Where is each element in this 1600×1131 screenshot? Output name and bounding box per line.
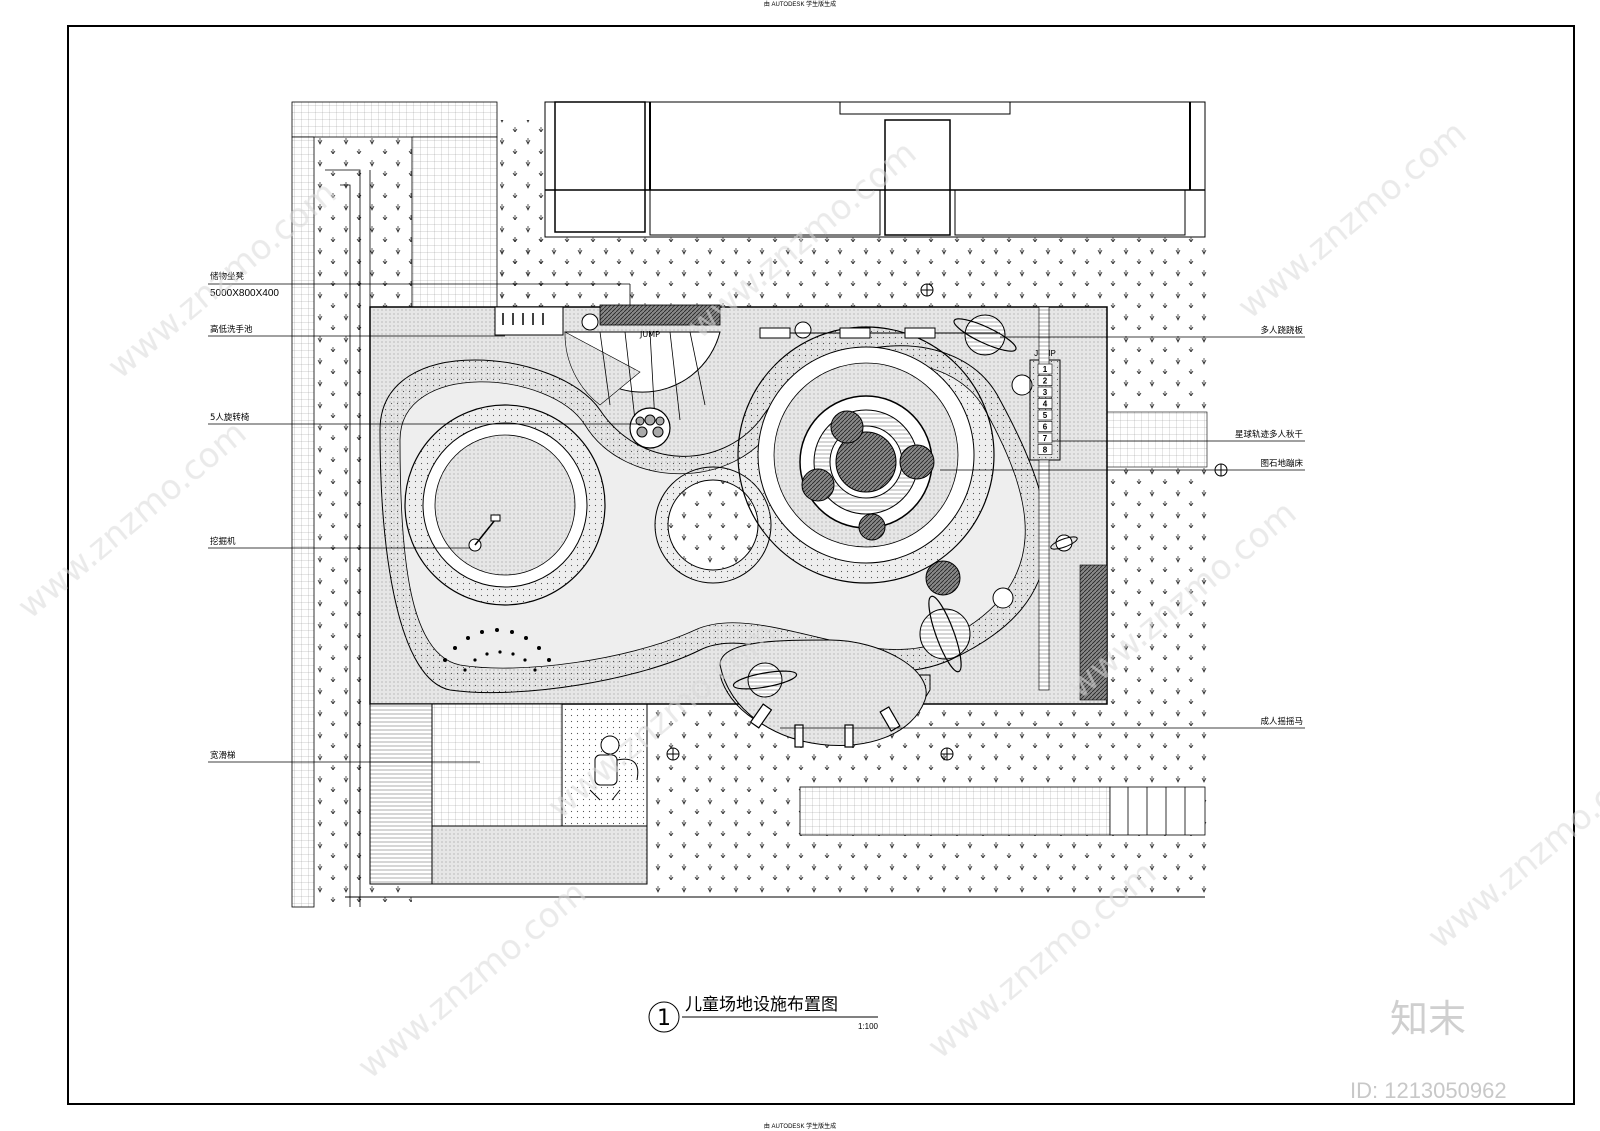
fountain-dots bbox=[443, 628, 551, 672]
hopscotch-cell bbox=[1037, 432, 1053, 444]
label-slide: 宽滑梯 bbox=[210, 750, 236, 761]
planet-icon bbox=[919, 595, 971, 673]
hopscotch-number: 7 bbox=[1043, 434, 1048, 443]
rocker-horse-icon bbox=[749, 703, 901, 748]
orbit-swing-icon bbox=[801, 410, 935, 541]
drawing-title: 1 儿童场地设施布置图 1:100 bbox=[648, 995, 879, 1033]
trampoline-stone-icon bbox=[925, 560, 961, 596]
label-swing: 星球轨迹多人秋千 bbox=[1235, 429, 1304, 440]
hopscotch-number: 2 bbox=[1043, 377, 1048, 386]
hopscotch-number: 5 bbox=[1043, 411, 1048, 420]
watermark-id: ID: 1213050962 bbox=[1350, 1078, 1507, 1103]
bottom-stamp: 由 AUTODESK 学生版生成 bbox=[764, 1122, 836, 1130]
digger-icon bbox=[468, 514, 501, 552]
spinner-icon bbox=[629, 407, 671, 449]
hopscotch-cell bbox=[1037, 363, 1053, 375]
east-path bbox=[1106, 411, 1208, 468]
label-sink: 高低洗手池 bbox=[210, 324, 253, 335]
hopscotch-cell bbox=[1037, 444, 1053, 455]
title-number: 1 bbox=[657, 1006, 671, 1031]
label-spinner: 5人旋转椅 bbox=[210, 412, 250, 423]
title-text: 儿童场地设施布置图 bbox=[685, 995, 838, 1015]
hopscotch-cell bbox=[1037, 386, 1053, 398]
seesaw-icon bbox=[759, 327, 791, 339]
label-storage: 储物坐凳 bbox=[210, 271, 245, 282]
label-digger: 挖掘机 bbox=[210, 536, 236, 547]
play-area: JUMP bbox=[369, 304, 1108, 885]
jump-label: JUMP bbox=[639, 330, 660, 339]
slide-stairs bbox=[369, 703, 433, 885]
svg-text:www.znzmo.com: www.znzmo.com bbox=[10, 413, 254, 627]
label-trampoline: 图石地蹦床 bbox=[1260, 458, 1303, 469]
hopscotch-cell bbox=[1037, 421, 1053, 432]
sheet-frame bbox=[67, 25, 1575, 1105]
grass-north bbox=[497, 237, 1207, 307]
sink-icon bbox=[494, 306, 564, 336]
paving-strip bbox=[799, 786, 1206, 836]
label-seesaw: 多人跷跷板 bbox=[1260, 325, 1303, 336]
building-block bbox=[544, 101, 1206, 238]
hopscotch-number: 1 bbox=[1043, 365, 1048, 374]
planet-saturn-2-icon bbox=[732, 662, 798, 698]
leaders-right bbox=[780, 336, 1305, 729]
label-rocker: 成人摇摇马 bbox=[1260, 716, 1303, 727]
planet-saturn-icon bbox=[953, 314, 1017, 356]
sink-basin-icon bbox=[581, 313, 599, 331]
hopscotch-cell bbox=[1037, 409, 1053, 421]
hopscotch-number: 6 bbox=[1043, 423, 1048, 432]
title-scale: 1:100 bbox=[858, 1022, 879, 1031]
top-stamp: 由 AUTODESK 学生版生成 bbox=[764, 0, 836, 8]
hopscotch-number: 4 bbox=[1043, 400, 1048, 409]
hopscotch-cell bbox=[1037, 398, 1053, 409]
astronaut-icon bbox=[589, 735, 639, 801]
svg-text:www.znzmo.com: www.znzmo.com bbox=[1230, 113, 1474, 327]
hopscotch-number: 3 bbox=[1043, 388, 1048, 397]
jump-fan: JUMP bbox=[564, 304, 721, 423]
label-storage-size: 5000X800X400 bbox=[210, 288, 279, 299]
hopscotch-cell bbox=[1037, 375, 1053, 386]
hopscotch-number: 8 bbox=[1043, 446, 1048, 455]
watermark-logo: 知末 bbox=[1390, 997, 1466, 1041]
leaders-left bbox=[208, 283, 640, 763]
